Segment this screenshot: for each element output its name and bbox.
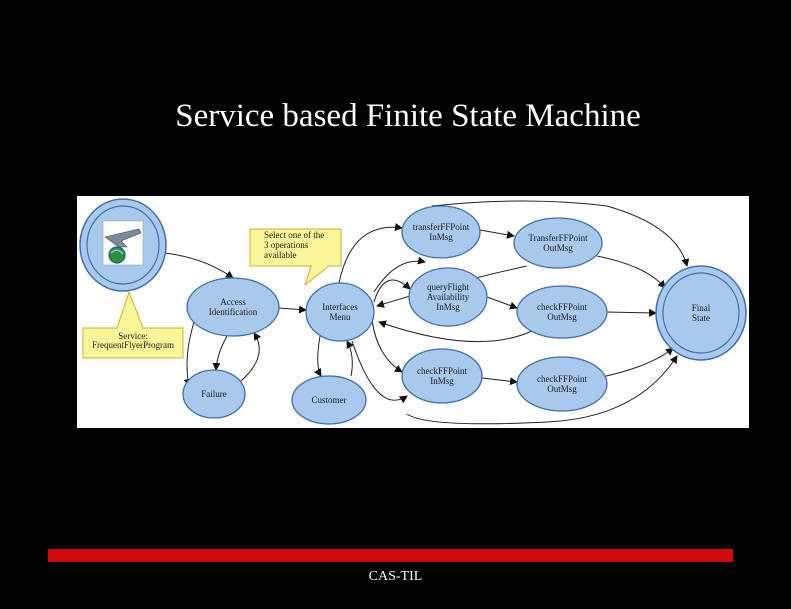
transition-arrow [313, 335, 322, 377]
footer-bar [48, 549, 733, 562]
transition-arrow [479, 229, 515, 239]
transition-arrow [240, 332, 262, 382]
state-customer: Customer [291, 375, 367, 425]
footer-label: CAS-TIL [368, 569, 423, 584]
state-machine-svg: Service:FrequentFlyerProgram Select one o… [79, 198, 747, 425]
callout-label: available [264, 250, 296, 260]
state-label: InMsg [429, 232, 453, 242]
state-failure: Failure [182, 369, 246, 419]
state-label: checkFFPoint [537, 302, 588, 312]
state-label: InMsg [436, 302, 460, 312]
transition-arrow [406, 355, 678, 425]
state-label: checkFFPoint [537, 374, 588, 384]
state-label: OutMsg [547, 312, 577, 322]
state-label: Final [692, 303, 711, 313]
state-label: InMsg [430, 376, 454, 386]
transition-arrow [278, 305, 307, 314]
state-label: OutMsg [547, 384, 577, 394]
transition-arrow [371, 319, 403, 373]
callout-label: Service: [118, 331, 148, 341]
state-label: Availability [427, 292, 470, 302]
state-label: OutMsg [543, 243, 573, 253]
state-label: Customer [312, 395, 347, 405]
callout-label: FrequentFlyerProgram [92, 340, 174, 350]
transition-arrow [164, 252, 234, 279]
state-label: Failure [201, 389, 227, 399]
state-label: State [692, 313, 710, 323]
callout-label: 3 operations [264, 240, 309, 250]
state-label: transferFFPoint [413, 222, 470, 232]
transition-arrow [431, 200, 690, 267]
transition-arrow [373, 256, 426, 293]
transition-arrow [481, 377, 518, 386]
callout-label: Select one of the [264, 230, 324, 240]
transition-arrow [378, 320, 533, 343]
state-start [79, 198, 167, 292]
transition-arrow [338, 223, 403, 284]
transition-arrow [351, 340, 408, 404]
state-label: queryFlight [427, 282, 469, 292]
state-label: Identification [209, 307, 258, 317]
state-label: Interfaces [322, 302, 358, 312]
state-label: checkFFPoint [417, 366, 468, 376]
state-label: Menu [330, 312, 351, 322]
airplane-globe-icon [102, 220, 144, 266]
slide-title: Service based Finite State Machine [175, 98, 641, 134]
transition-arrow [596, 255, 666, 289]
state-label: Access [220, 297, 246, 307]
transition-arrow [212, 335, 228, 371]
callout-service-note: Service:FrequentFlyerProgram [82, 290, 184, 359]
transition-arrow [346, 340, 354, 377]
transition-arrow [373, 279, 411, 303]
state-label: TransferFFPoint [528, 233, 588, 243]
transition-arrow [486, 296, 518, 310]
transition-arrow [606, 308, 657, 317]
transition-arrow [601, 347, 674, 378]
state-machine-diagram: Service:FrequentFlyerProgram Select one o… [77, 196, 749, 428]
